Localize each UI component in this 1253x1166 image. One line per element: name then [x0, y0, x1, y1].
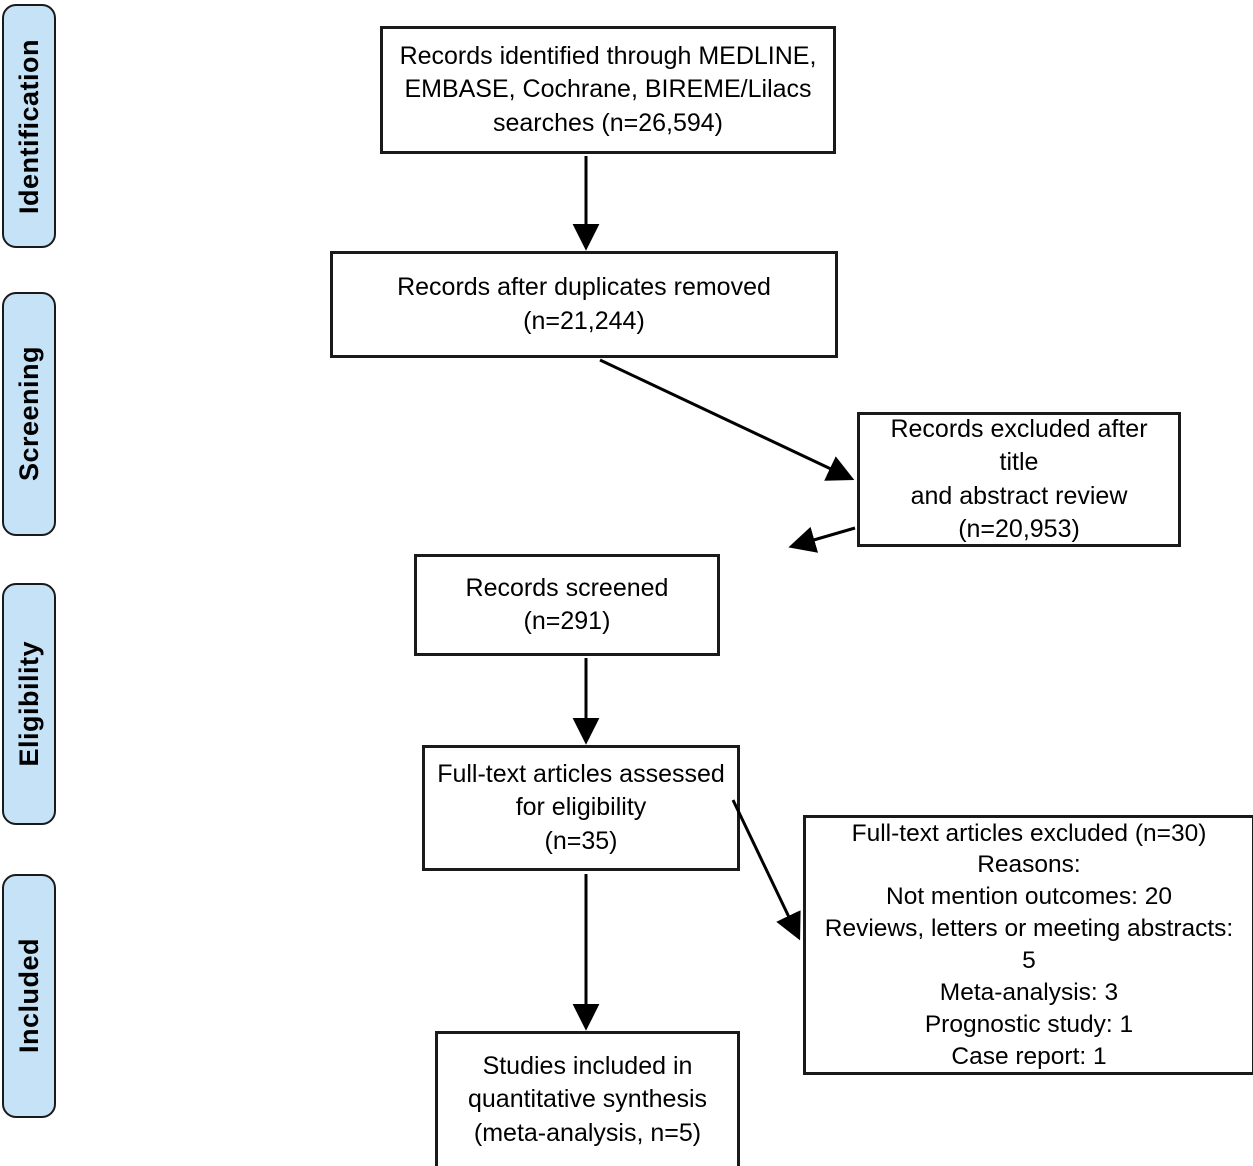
node-records-identified: Records identified through MEDLINE, EMBA…: [380, 26, 836, 154]
node-fulltext-assessed: Full-text articles assessed for eligibil…: [422, 745, 740, 871]
stage-eligibility: Eligibility: [2, 583, 56, 825]
node-records-after-duplicates: Records after duplicates removed (n=21,2…: [330, 251, 838, 358]
node-records-after-duplicates-text: Records after duplicates removed (n=21,2…: [397, 273, 771, 335]
node-studies-included: Studies included in quantitative synthes…: [435, 1031, 740, 1166]
node-fulltext-excluded: Full-text articles excluded (n=30) Reaso…: [803, 815, 1253, 1075]
stage-identification-label: Identification: [13, 38, 44, 214]
arrow-duplicates-to-excluded: [599, 358, 855, 481]
node-records-screened: Records screened (n=291): [414, 554, 720, 656]
node-records-excluded-title-abstract-text: Records excluded after title and abstrac…: [890, 415, 1148, 543]
node-fulltext-excluded-text: Full-text articles excluded (n=30) Reaso…: [824, 819, 1234, 1070]
stage-included: Included: [2, 874, 56, 1118]
stage-eligibility-label: Eligibility: [13, 641, 44, 767]
node-fulltext-assessed-text: Full-text articles assessed for eligibil…: [437, 760, 725, 855]
node-studies-included-text: Studies included in quantitative synthes…: [467, 1052, 708, 1147]
stage-identification: Identification: [2, 4, 56, 248]
node-records-screened-text: Records screened (n=291): [465, 573, 669, 635]
stage-screening-label: Screening: [13, 346, 44, 482]
node-records-excluded-title-abstract: Records excluded after title and abstrac…: [857, 412, 1181, 547]
arrow-excluded-to-screened: [788, 526, 856, 553]
arrow-fulltext-to-fulltext-excluded: [731, 799, 801, 941]
stage-screening: Screening: [2, 292, 56, 536]
node-records-identified-text: Records identified through MEDLINE, EMBA…: [399, 42, 817, 137]
stage-included-label: Included: [13, 938, 44, 1054]
